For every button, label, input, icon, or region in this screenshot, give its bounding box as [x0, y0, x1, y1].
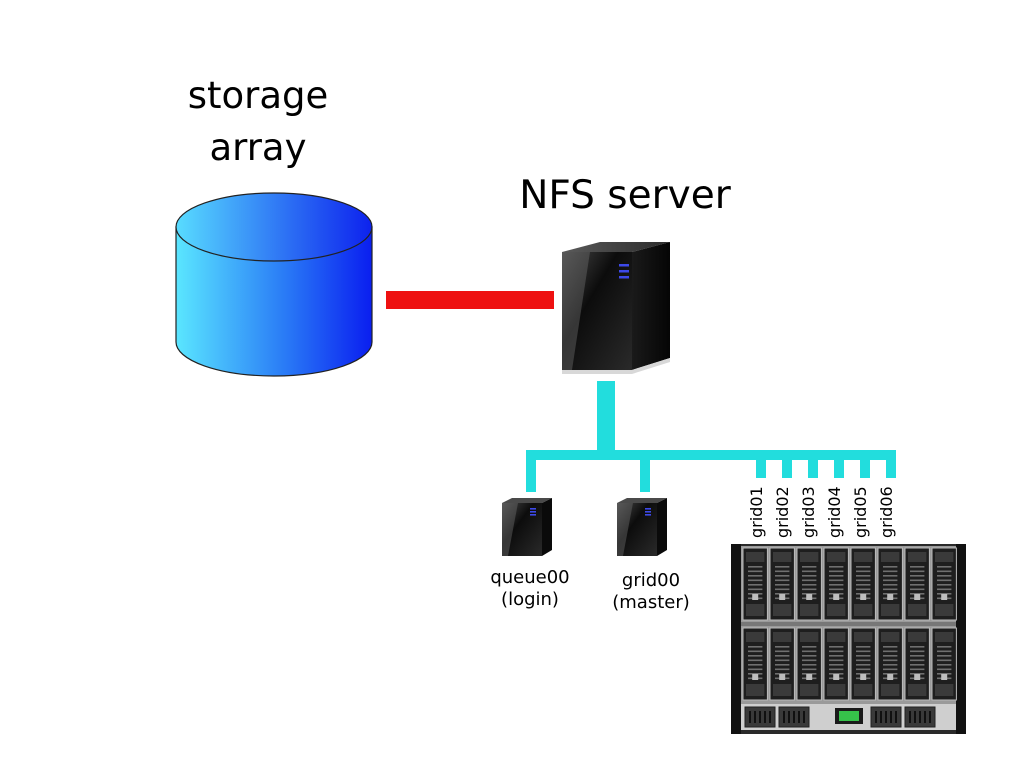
enclosure-psu — [744, 706, 776, 728]
nfs-server-icon — [562, 242, 670, 374]
blade-slot — [769, 627, 795, 701]
network-bus — [526, 381, 896, 492]
storage-array-icon — [175, 192, 373, 377]
storage-label-line2: array — [209, 126, 307, 169]
blade-slot — [904, 627, 930, 701]
grid00-server-icon — [617, 498, 667, 556]
storage-array-label: storage array — [158, 70, 358, 174]
queue00-server-icon — [502, 498, 552, 556]
enclosure-psu — [870, 706, 902, 728]
enclosure-psu — [904, 706, 936, 728]
grid-node-labels: grid01 grid02 grid03 grid04 grid05 grid0… — [747, 478, 908, 538]
blade-slot — [877, 627, 903, 701]
blade-slot — [796, 627, 822, 701]
grid05-label: grid05 — [851, 486, 870, 538]
grid06-label: grid06 — [877, 486, 896, 538]
blade-slot — [823, 627, 849, 701]
blade-slot — [769, 547, 795, 621]
grid02-label: grid02 — [773, 486, 792, 538]
blade-slot — [877, 547, 903, 621]
queue00-label: queue00 (login) — [476, 567, 584, 611]
grid00-label: grid00 (master) — [596, 570, 706, 614]
blade-slot — [850, 547, 876, 621]
blade-slot — [904, 547, 930, 621]
storage-label-line1: storage — [187, 74, 329, 117]
blade-enclosure-icon — [731, 544, 966, 734]
grid03-label: grid03 — [799, 486, 818, 538]
blade-slot — [850, 627, 876, 701]
queue00-label-role: (login) — [501, 589, 559, 610]
storage-link — [386, 291, 554, 309]
blade-slot — [742, 547, 768, 621]
blade-slot — [742, 627, 768, 701]
grid00-label-name: grid00 — [621, 570, 681, 591]
nfs-server-label: NFS server — [519, 173, 731, 218]
enclosure-psu — [778, 706, 810, 728]
grid04-label: grid04 — [825, 486, 844, 538]
blade-slot — [931, 627, 957, 701]
blade-slot — [823, 547, 849, 621]
grid00-label-role: (master) — [612, 592, 690, 613]
grid01-label: grid01 — [747, 486, 766, 538]
blade-slot — [931, 547, 957, 621]
blade-slot — [796, 547, 822, 621]
queue00-label-name: queue00 — [490, 567, 570, 588]
